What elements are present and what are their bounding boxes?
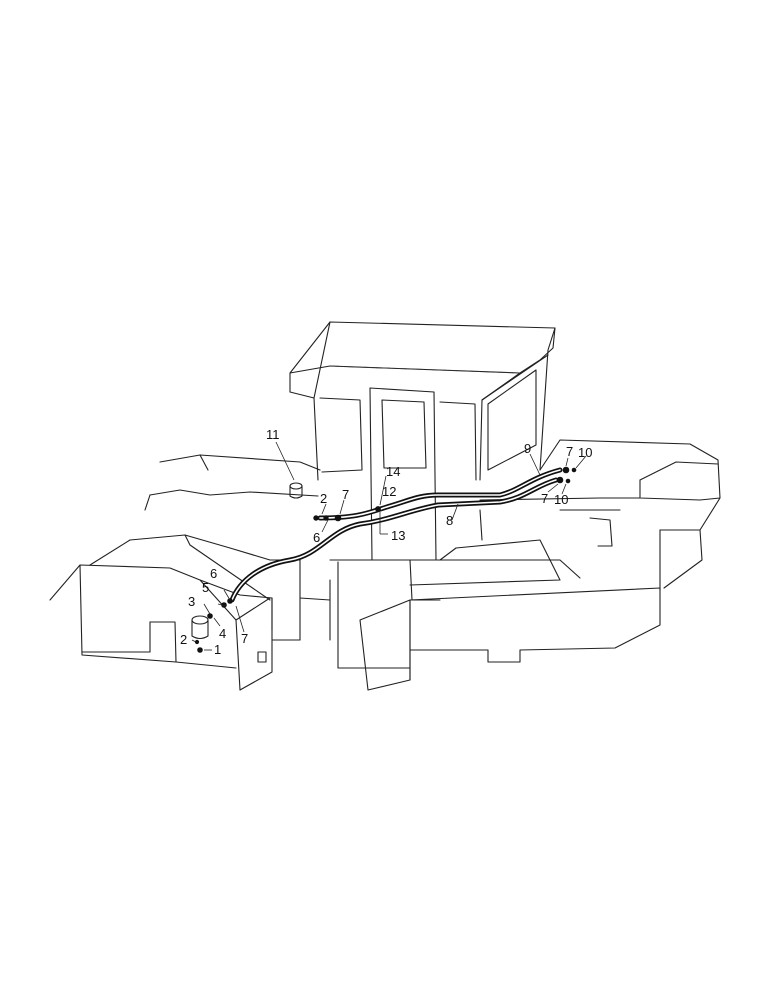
left-fender-assembly bbox=[49, 454, 321, 691]
callout-6-left: 6 bbox=[210, 566, 217, 581]
callout-13: 13 bbox=[391, 528, 405, 543]
cab bbox=[289, 321, 556, 561]
callout-3: 3 bbox=[188, 594, 195, 609]
callout-9: 9 bbox=[524, 441, 531, 456]
callout-6-center: 6 bbox=[313, 530, 320, 545]
callout-11: 11 bbox=[266, 427, 280, 442]
chassis bbox=[299, 539, 661, 691]
fitting-2-upper bbox=[313, 515, 319, 521]
fittings bbox=[191, 466, 577, 653]
hydraulic-hose-assembly bbox=[229, 467, 563, 603]
callout-7-right-upper: 7 bbox=[566, 444, 573, 459]
callout-14: 14 bbox=[386, 464, 400, 479]
callout-10-upper: 10 bbox=[578, 445, 592, 460]
right-body bbox=[479, 439, 721, 591]
callout-2-upper: 2 bbox=[320, 491, 327, 506]
callout-12: 12 bbox=[382, 484, 396, 499]
reservoir-icon bbox=[191, 615, 209, 640]
callout-7-right-lower: 7 bbox=[541, 491, 548, 506]
filter-canister-icon bbox=[289, 482, 303, 499]
callout-1: 1 bbox=[214, 642, 221, 657]
leader-lines bbox=[191, 441, 587, 651]
callout-5: 5 bbox=[202, 580, 209, 595]
callout-7-left: 7 bbox=[241, 631, 248, 646]
fitting-12 bbox=[375, 506, 381, 512]
callout-7-center: 7 bbox=[342, 487, 349, 502]
callout-10-lower: 10 bbox=[554, 492, 568, 507]
callouts: 1 2 2 3 4 5 6 6 7 7 7 7 8 9 10 10 11 12 … bbox=[180, 427, 592, 657]
callout-2-lower: 2 bbox=[180, 632, 187, 647]
callout-4: 4 bbox=[219, 626, 226, 641]
callout-8: 8 bbox=[446, 513, 453, 528]
